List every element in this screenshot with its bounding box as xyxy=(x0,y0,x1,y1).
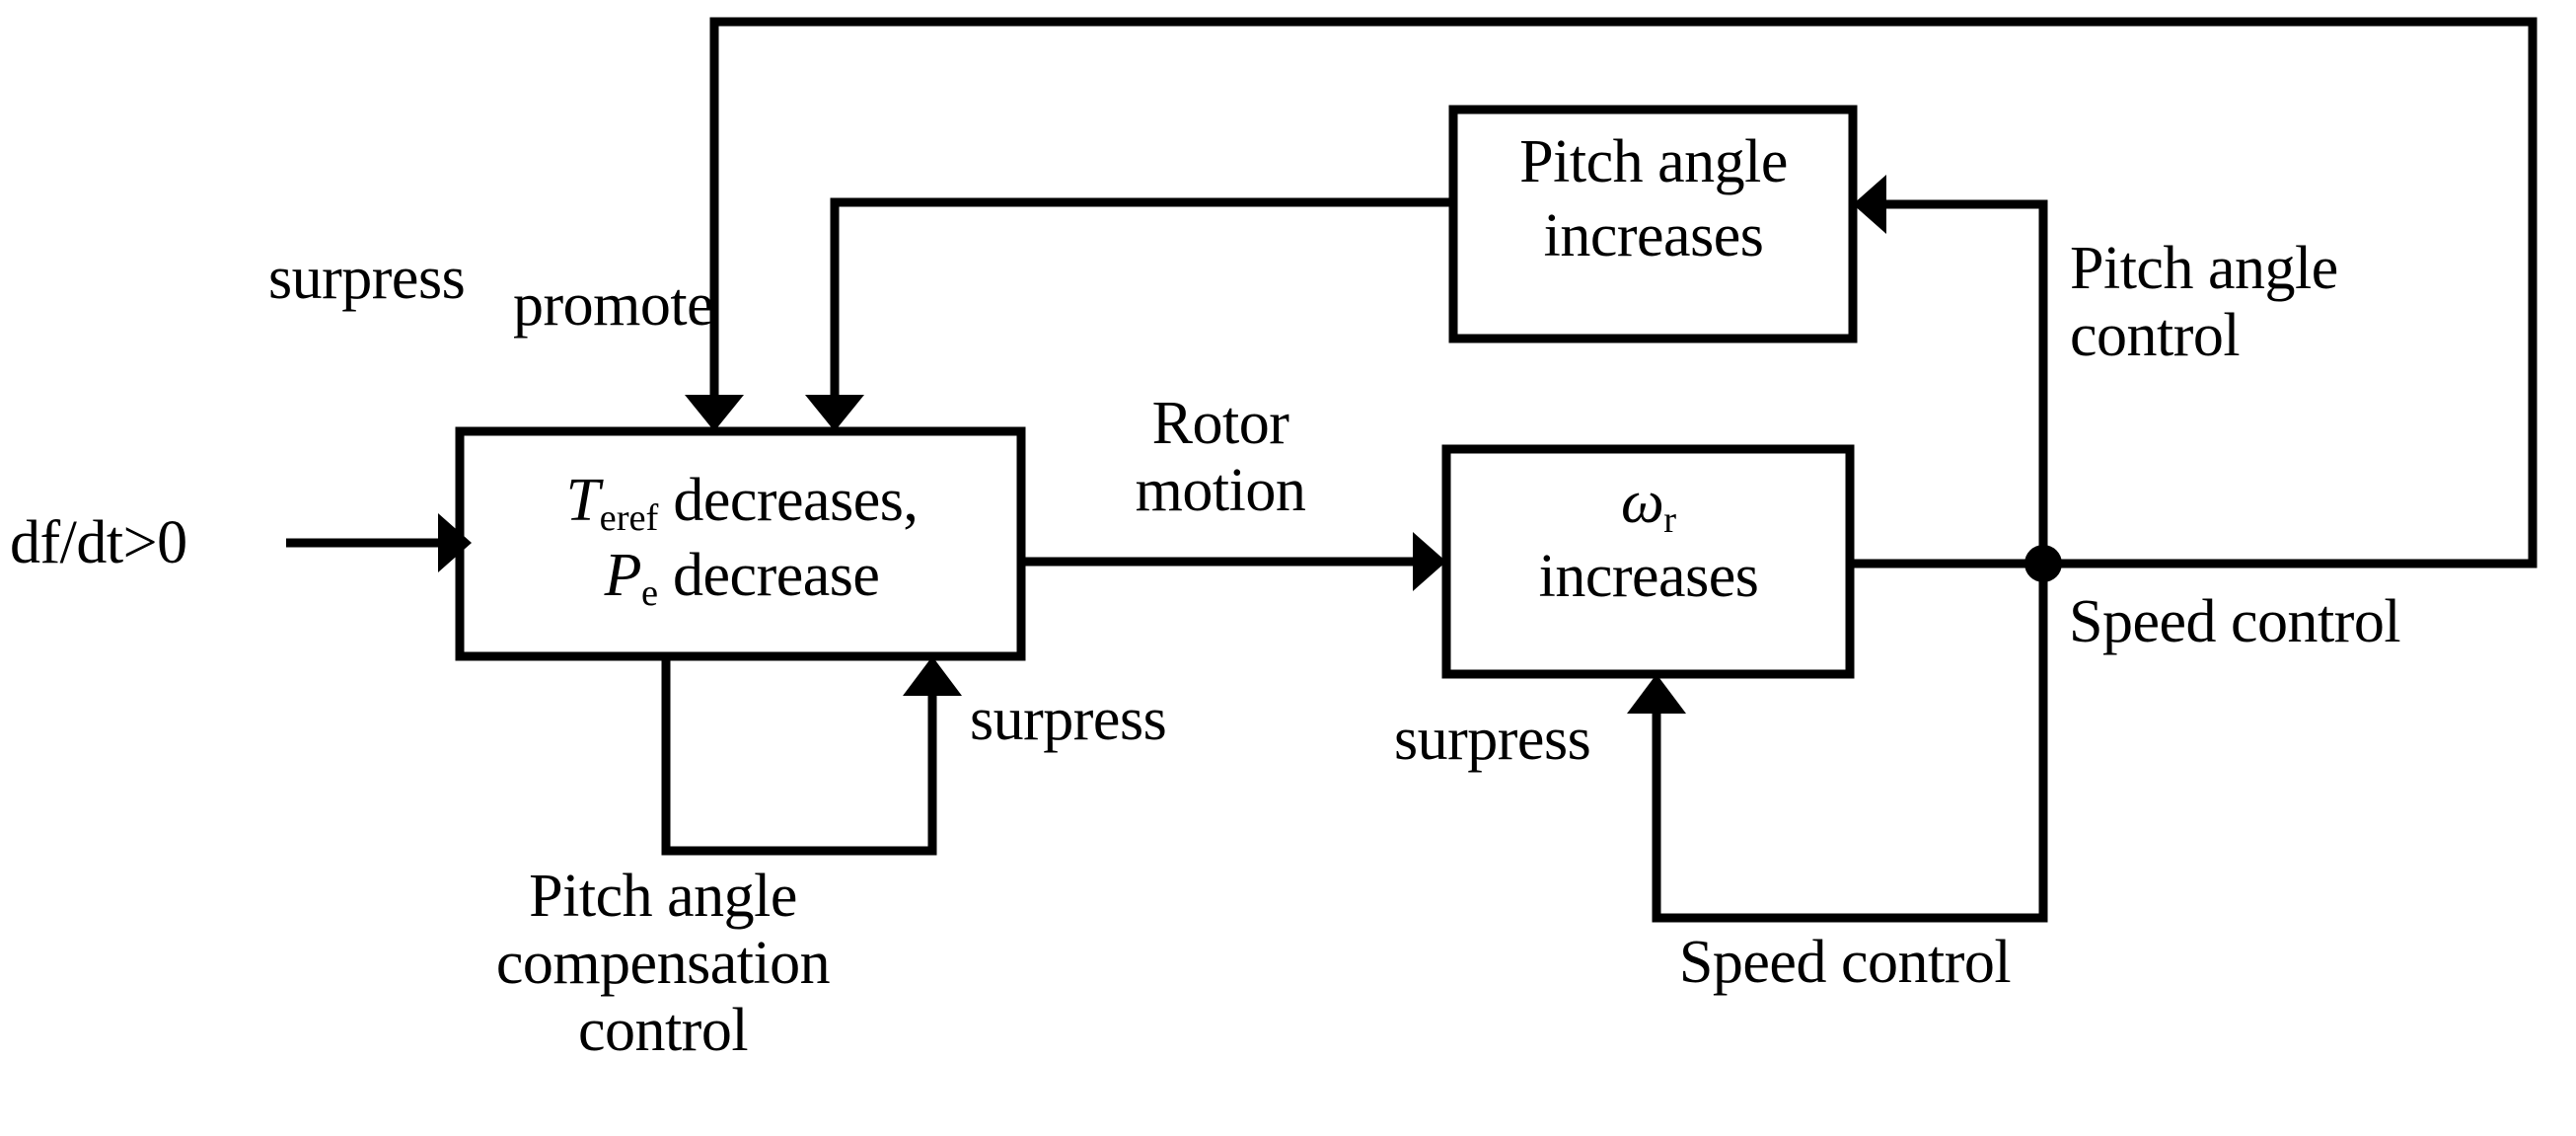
pitch-compensation-wire xyxy=(661,656,937,856)
input-arrowhead xyxy=(438,513,472,572)
rotor-motion-line1: Rotor xyxy=(1151,390,1289,457)
speed-control-bottom-wire xyxy=(1652,564,2048,923)
speed-control-bottom-label: Speed control xyxy=(1678,929,2012,996)
surpress-pitch-comp-label: surpress xyxy=(970,686,1167,753)
pitch-angle-control-arrowhead xyxy=(1853,175,1886,234)
pitch-angle-increases-line2: increases xyxy=(1543,202,1764,269)
teref-block-line2: Pe decrease xyxy=(604,542,880,613)
pitch-compensation-line2: compensation xyxy=(495,930,831,997)
pitch-angle-control-line1: Pitch angle xyxy=(2070,235,2338,302)
rotor-motion-line2: motion xyxy=(1135,457,1306,524)
speed-control-right-label: Speed control xyxy=(2069,588,2401,655)
teref-subscript: eref xyxy=(599,496,659,539)
omega-r-line2: increases xyxy=(1538,543,1759,610)
promote-arrowhead xyxy=(805,395,864,431)
teref-symbol: T xyxy=(565,467,600,534)
surpress-top-label: surpress xyxy=(268,245,466,312)
teref-line2-tail: decrease xyxy=(673,542,880,609)
pitch-angle-control-wire xyxy=(1886,199,2048,564)
input-label: df/dt>0 xyxy=(10,509,187,576)
promote-wire xyxy=(830,197,1453,395)
omega-symbol: ω xyxy=(1620,469,1664,536)
surpress-outer-wire xyxy=(709,17,2538,568)
teref-line1-tail: decreases, xyxy=(673,467,919,534)
omega-r-line1: ωr xyxy=(1620,469,1676,540)
surpress-outer-arrowhead xyxy=(685,395,744,431)
pitch-compensation-arrowhead xyxy=(903,656,962,696)
pitch-angle-increases-line1: Pitch angle xyxy=(1519,128,1788,195)
pitch-angle-control-line2: control xyxy=(2070,302,2241,369)
pitch-compensation-line3: control xyxy=(577,997,749,1064)
omega-subscript: r xyxy=(1663,498,1677,541)
rotor-motion-arrowhead xyxy=(1413,532,1446,591)
pe-symbol: P xyxy=(604,542,642,609)
promote-label: promote xyxy=(513,271,714,339)
surpress-speed-label: surpress xyxy=(1394,706,1591,773)
pe-subscript: e xyxy=(640,571,659,614)
omega-r-increases-block-rect[interactable] xyxy=(1441,444,1855,679)
teref-block-line1: Teref decreases, xyxy=(565,467,919,538)
pitch-angle-increases-block-rect[interactable] xyxy=(1448,105,1858,343)
speed-control-bottom-arrowhead xyxy=(1627,674,1686,714)
pitch-compensation-line1: Pitch angle xyxy=(529,863,797,930)
